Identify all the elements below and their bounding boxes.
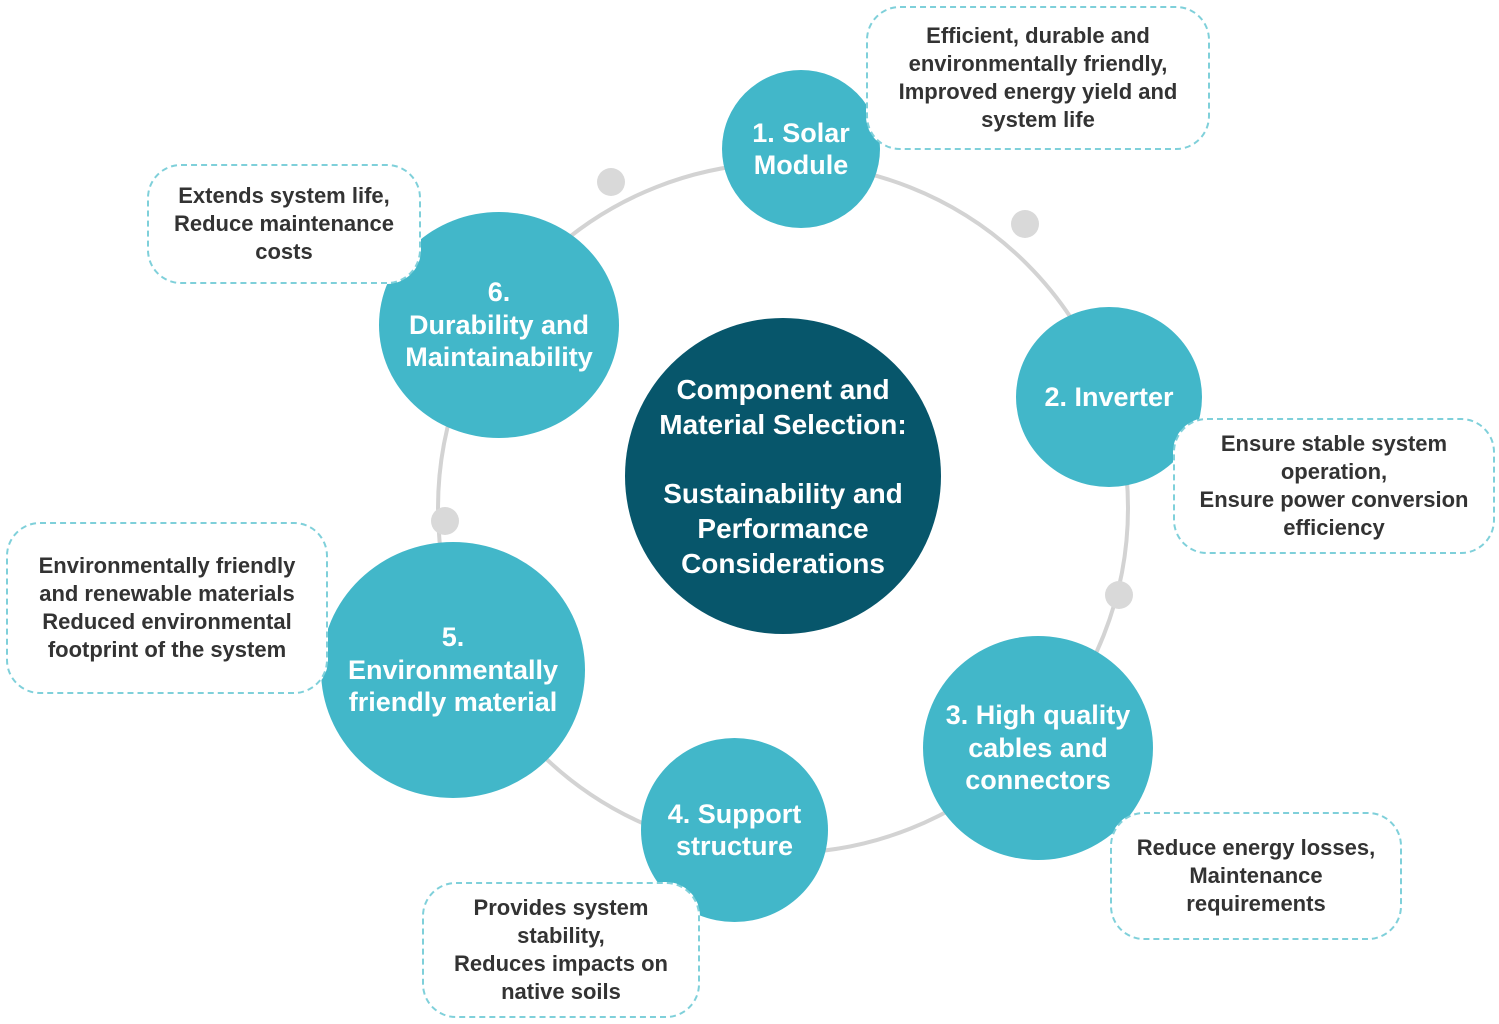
center-title: Component and Material Selection: — [659, 373, 907, 440]
node-environmentally-friendly-material: 5. Environmentally friendly material — [321, 542, 585, 798]
note-inverter: Ensure stable system operation, Ensure p… — [1173, 418, 1495, 554]
note-durability-maintainability: Extends system life, Reduce maintenance … — [147, 164, 421, 284]
ring-dot — [597, 168, 625, 196]
node-inverter: 2. Inverter — [1016, 307, 1202, 487]
note-support-structure: Provides system stability, Reduces impac… — [422, 882, 700, 1018]
note-cables-connectors: Reduce energy losses, Maintenance requir… — [1110, 812, 1402, 940]
ring-dot — [1105, 581, 1133, 609]
ring-dot — [431, 507, 459, 535]
center-subtitle: Sustainability and Performance Considera… — [663, 477, 903, 579]
center-topic: Component and Material Selection: Sustai… — [625, 318, 941, 634]
note-solar-module: Efficient, durable and environmentally f… — [866, 6, 1210, 150]
node-cables-connectors: 3. High quality cables and connectors — [923, 636, 1153, 860]
note-environmentally-friendly-material: Environmentally friendly and renewable m… — [6, 522, 328, 694]
ring-dot — [1011, 210, 1039, 238]
node-solar-module: 1. Solar Module — [722, 70, 880, 228]
